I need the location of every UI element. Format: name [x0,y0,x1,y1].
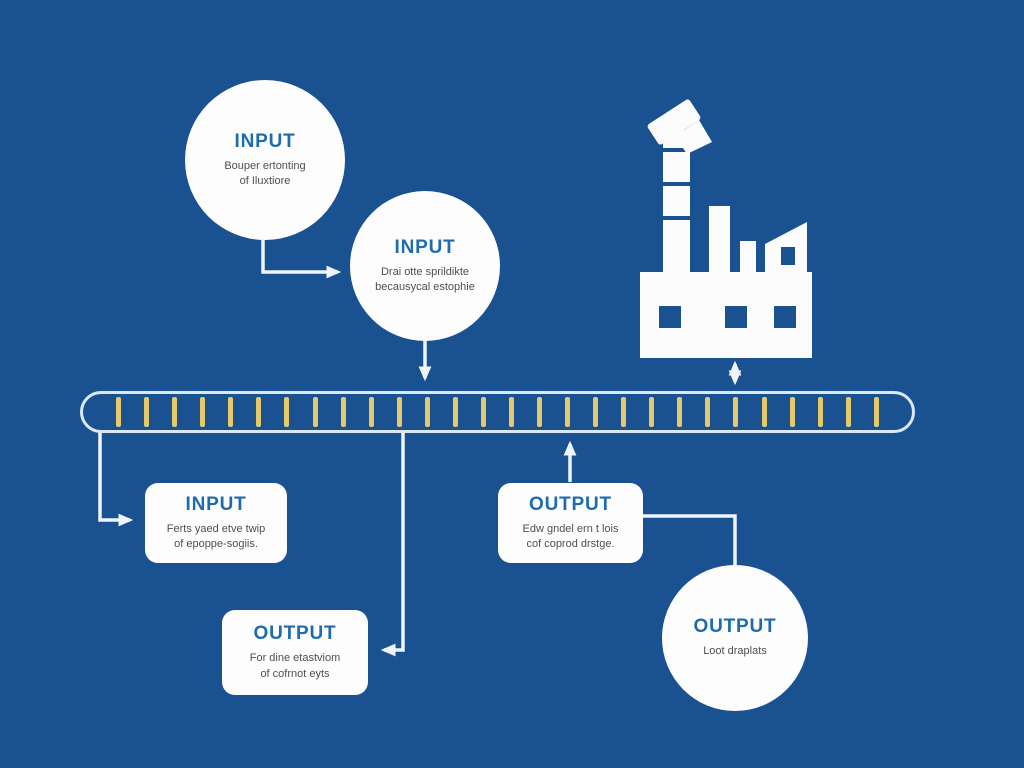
belt-tick [368,397,374,427]
node-title: INPUT [234,130,296,152]
node-subtitle: Edw gndel ern t lois cof coprod drstge. [522,522,619,550]
node-subtitle: Drai otte sprildikte becausycal estophie [375,265,475,293]
belt-tick [565,397,571,427]
node-subtitle: For dine etastviom of cofrnot eyts [249,652,341,680]
factory-icon [640,99,812,358]
belt-tick [705,397,711,427]
node-input-circle-2: INPUT Drai otte sprildikte becausycal es… [350,191,500,341]
connector-output-mid-to-output-circle [643,514,737,566]
belt-tick [256,397,262,427]
belt-tick [284,397,290,427]
node-title: OUTPUT [693,616,777,638]
node-output-circle: OUTPUT Loot draplats [662,565,808,711]
belt-tick [845,397,851,427]
node-subtitle: Bouper ertonting of Iluxtiore [224,159,306,187]
belt-tick [424,397,430,427]
belt-tick [593,397,599,427]
belt-tick [172,397,178,427]
belt-tick [312,397,318,427]
belt-tick [340,397,346,427]
connector-circle1-to-circle2 [261,240,342,279]
node-subtitle: Ferts yaed etve twip of epoppe-sogiis. [166,522,266,550]
node-output-box-middle: OUTPUT Edw gndel ern t lois cof coprod d… [498,483,643,563]
belt-tick [789,397,795,427]
conveyor-belt [80,391,915,433]
belt-tick [116,397,122,427]
belt-tick [677,397,683,427]
connector-belt-to-input-box [98,432,134,527]
belt-tick [817,397,823,427]
belt-tick [200,397,206,427]
belt-tick [649,397,655,427]
belt-tick [452,397,458,427]
node-subtitle: Loot draplats [703,645,767,658]
node-title: INPUT [185,493,247,515]
node-title: OUTPUT [253,623,337,645]
belt-tick [873,397,879,427]
belt-tick [537,397,542,427]
node-title: OUTPUT [529,493,612,515]
belt-tick [144,397,150,427]
belt-tick [761,397,767,427]
belt-tick [508,397,514,427]
node-input-circle-1: INPUT Bouper ertonting of Iluxtiore [185,80,345,240]
node-title: INPUT [394,236,456,258]
node-input-box: INPUT Ferts yaed etve twip of epoppe-sog… [145,483,287,563]
belt-tick [480,397,486,427]
belt-tick [733,397,739,427]
node-output-box-bottom: OUTPUT For dine etastviom of cofrnot eyt… [222,610,368,695]
connector-belt-to-output-bottom [380,432,405,657]
belt-tick [228,397,234,427]
belt-tick [621,397,627,427]
belt-tick [396,397,402,427]
